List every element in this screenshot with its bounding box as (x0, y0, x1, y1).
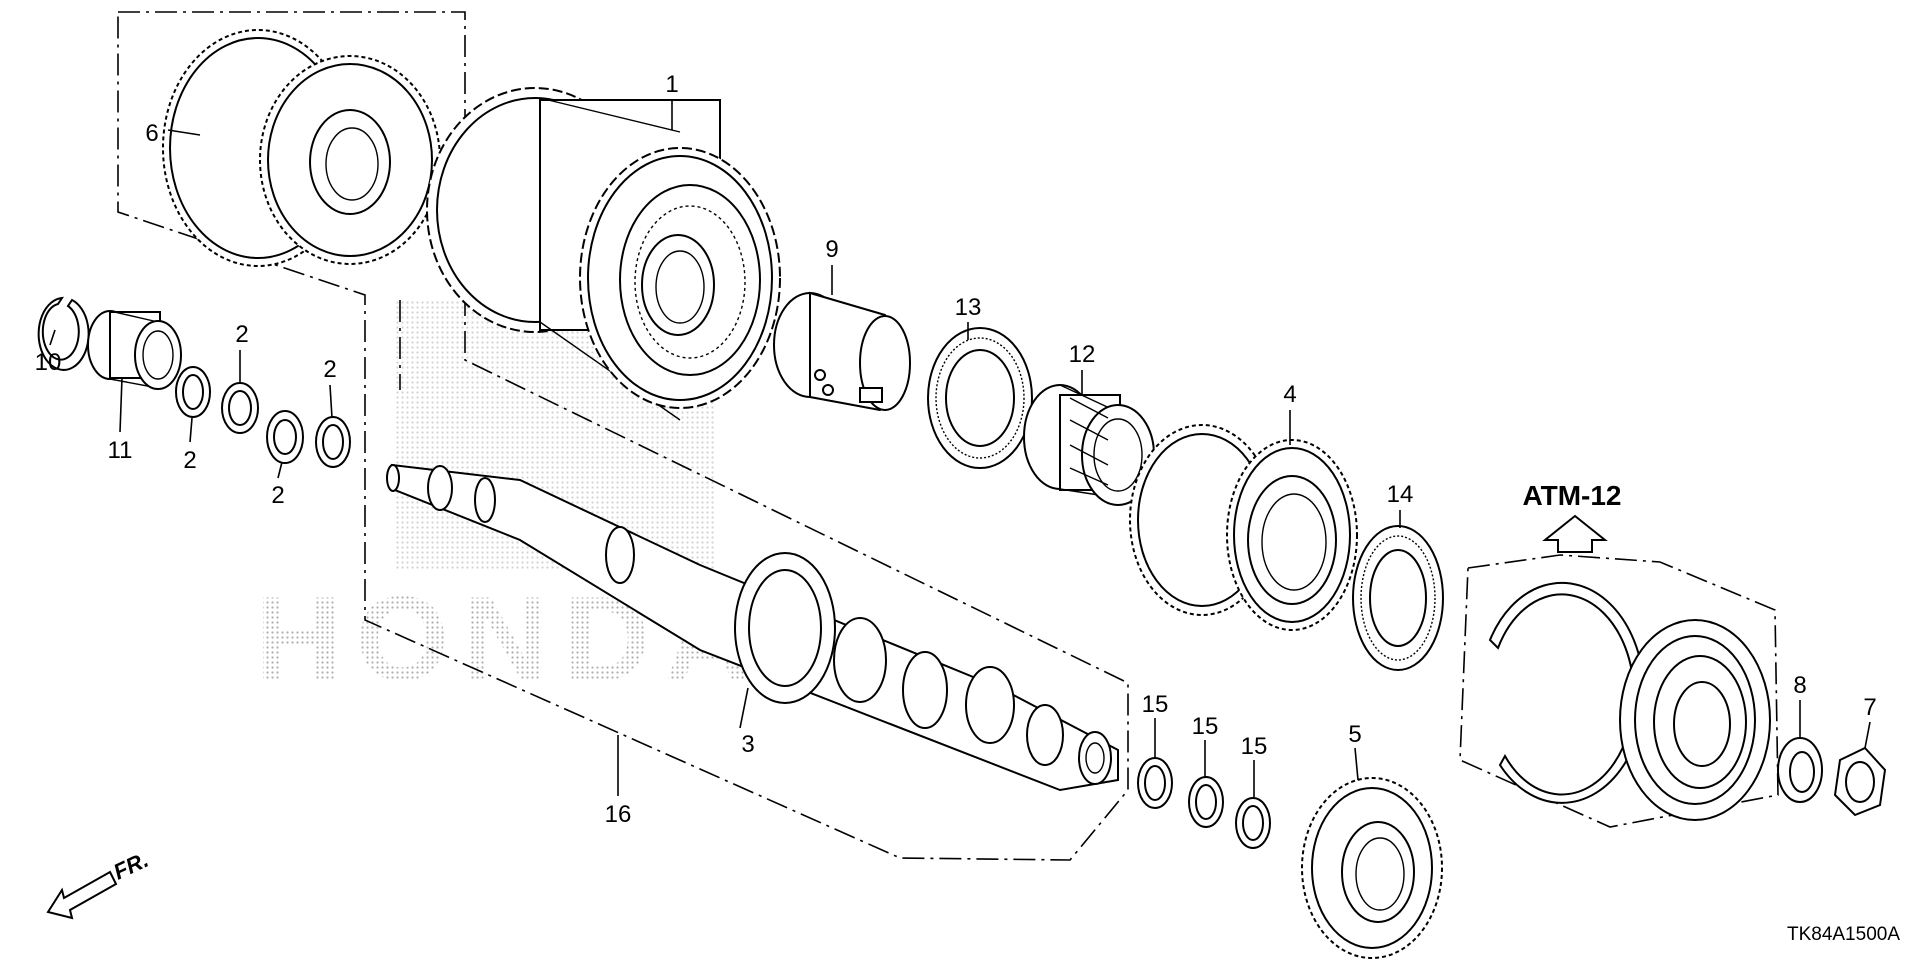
callout-2c[interactable]: 2 (271, 482, 284, 509)
callout-4[interactable]: 4 (1283, 381, 1296, 408)
front-arrow-icon (46, 870, 118, 920)
callout-15a[interactable]: 15 (1142, 691, 1169, 718)
callout-9[interactable]: 9 (825, 236, 838, 263)
callout-8[interactable]: 8 (1793, 672, 1806, 699)
part-15-shims[interactable] (1137, 757, 1271, 849)
leader-lines (49, 100, 1871, 798)
callout-1[interactable]: 1 (665, 71, 678, 98)
part-3-mainshaft[interactable] (386, 463, 1119, 792)
bearing-set-outline (1459, 554, 1779, 828)
callout-12[interactable]: 12 (1069, 341, 1096, 368)
callout-2b[interactable]: 2 (235, 321, 248, 348)
callout-14[interactable]: 14 (1387, 481, 1414, 508)
part-5-gear[interactable] (1301, 777, 1443, 959)
callouts: 1 6 9 13 12 4 14 10 11 2 2 2 2 3 16 15 1… (35, 71, 1877, 828)
callout-7[interactable]: 7 (1863, 694, 1876, 721)
part-10-snap-ring[interactable] (37, 296, 90, 371)
callout-15c[interactable]: 15 (1241, 733, 1268, 760)
part-9-collar[interactable] (773, 291, 911, 412)
callout-2d[interactable]: 2 (323, 356, 336, 383)
callout-6[interactable]: 6 (145, 120, 158, 147)
assembly-outline (117, 11, 1129, 861)
atm-12-label[interactable]: ATM-12 (1522, 480, 1621, 511)
bearing-snap-ring[interactable] (1488, 581, 1645, 804)
callout-11[interactable]: 11 (108, 437, 133, 464)
part-11-needle-bearing[interactable] (87, 310, 182, 390)
callout-13[interactable]: 13 (955, 294, 982, 321)
callout-5[interactable]: 5 (1348, 721, 1361, 748)
callout-3[interactable]: 3 (741, 731, 754, 758)
part-2-shims[interactable] (175, 366, 351, 468)
part-1-clutch-assembly[interactable] (426, 87, 781, 421)
callout-16[interactable]: 16 (605, 801, 632, 828)
callout-2a[interactable]: 2 (183, 447, 196, 474)
part-8-washer[interactable] (1777, 737, 1823, 803)
part-6-gear[interactable] (162, 29, 441, 267)
callout-10[interactable]: 10 (35, 349, 62, 376)
part-14-thrust-bearing[interactable] (1352, 525, 1444, 671)
diagram-code: TK84A1500A (1787, 924, 1900, 945)
bearing-ball[interactable] (1619, 619, 1771, 821)
front-direction-indicator: FR. (46, 847, 153, 920)
atm-12-reference[interactable]: ATM-12 (1522, 480, 1622, 553)
front-label: FR. (110, 847, 153, 885)
part-7-locknut[interactable] (1833, 746, 1887, 817)
callout-15b[interactable]: 15 (1192, 713, 1219, 740)
part-4-double-gear[interactable] (1129, 424, 1358, 631)
part-13-thrust-bearing[interactable] (927, 327, 1033, 469)
